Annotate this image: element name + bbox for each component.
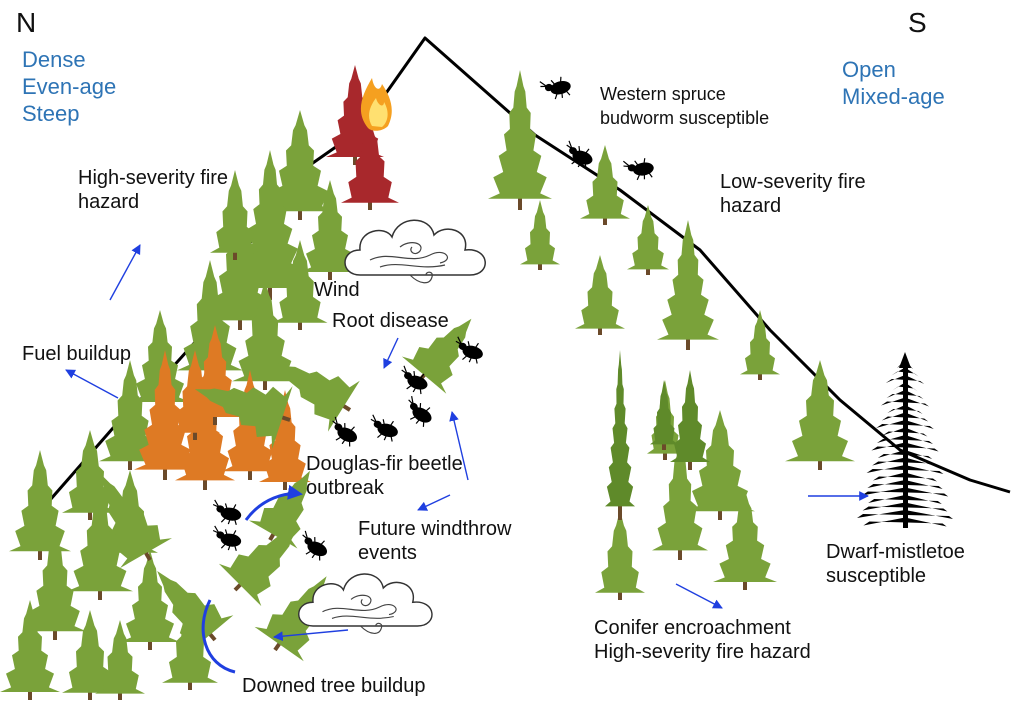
- wind-cloud-icon: [298, 573, 433, 634]
- conifer-tree-icon: [232, 280, 298, 390]
- conifer-tree-icon: [575, 255, 625, 335]
- fallen-tree-icon: [254, 576, 327, 662]
- downed-tree-buildup-label: Downed tree buildup: [242, 675, 426, 697]
- beetle-icon: [210, 499, 244, 527]
- wind-label: Wind: [314, 279, 360, 301]
- burning-tree-icon: [341, 120, 399, 210]
- conifer-tree-icon: [95, 620, 145, 700]
- north-label: N: [16, 7, 37, 38]
- fuel-buildup-label: Fuel buildup: [22, 343, 131, 365]
- conifer-tree-icon: [0, 600, 60, 700]
- conifer-tree-icon: [62, 610, 118, 700]
- beetle-killed-tree-icon: [259, 390, 311, 490]
- conifer-tree-icon: [99, 360, 161, 470]
- fallen-tree-shape: [218, 526, 299, 607]
- trees: [0, 65, 855, 700]
- root-disease-label: Root disease: [332, 310, 449, 332]
- arrow: [65, 369, 119, 399]
- conifer-tree-icon: [520, 200, 560, 270]
- fallen-tree-icon: [273, 362, 360, 432]
- beetle-killed-tree-icon: [170, 350, 220, 440]
- conifer-tree-icon: [67, 490, 133, 600]
- conifer-tree-icon: [205, 210, 275, 330]
- conifer-tree-icon: [740, 310, 780, 380]
- fallen-tree-shape: [273, 362, 360, 432]
- fallen-tree-icon: [100, 473, 172, 569]
- conifer-tree-icon: [670, 370, 710, 470]
- conifer-tree-icon: [595, 510, 645, 600]
- western-spruce-budworm-label: Western spruce budworm susceptible: [600, 84, 770, 128]
- silhouette-tree-icon: [857, 352, 953, 528]
- fallen-tree-shape: [100, 473, 172, 569]
- wind-clouds: [298, 219, 486, 634]
- arrow: [273, 629, 349, 642]
- conifer-tree-icon: [265, 110, 335, 220]
- arrows: [65, 244, 869, 674]
- conifer-tree-icon: [488, 70, 552, 210]
- conifer-tree-icon: [605, 350, 635, 520]
- flame-icon: [360, 78, 392, 131]
- conifer-tree-icon: [685, 410, 755, 520]
- arrow: [675, 583, 723, 609]
- fallen-tree-shape: [194, 386, 293, 449]
- south-attributes: Open Mixed-age: [842, 57, 945, 109]
- fallen-tree-icon: [194, 386, 293, 449]
- fallen-tree-shape: [254, 576, 327, 662]
- conifer-tree-icon: [627, 205, 669, 275]
- conifer-tree-icon: [24, 530, 86, 640]
- arrow: [244, 484, 303, 521]
- conifer-tree-icon: [650, 380, 678, 450]
- fallen-tree-icon: [218, 526, 299, 607]
- south-label: S: [908, 7, 927, 38]
- conifer-tree-icon: [713, 490, 777, 590]
- douglas-fir-beetle-label: Douglas-fir beetle outbreak: [306, 453, 463, 499]
- high-severity-fire-label: High-severity fire hazard: [78, 167, 229, 213]
- arrow: [417, 494, 451, 511]
- beetle-icon: [210, 525, 244, 553]
- conifer-tree-icon: [162, 600, 218, 690]
- wind-cloud-icon: [344, 219, 486, 284]
- arrow: [449, 411, 469, 481]
- arrow: [109, 244, 141, 301]
- conifer-tree-icon: [657, 220, 719, 350]
- conifer-tree-icon: [580, 145, 630, 225]
- beetle-killed-tree-icon: [134, 350, 196, 480]
- conifer-tree-icon: [210, 170, 260, 260]
- north-attributes: Dense Even-age Steep: [22, 47, 117, 126]
- beetle-icon: [295, 529, 332, 564]
- conifer-tree-icon: [9, 450, 71, 560]
- conifer-tree-icon: [272, 240, 328, 330]
- low-severity-fire-label: Low-severity fire hazard: [720, 171, 866, 217]
- conifer-tree-icon: [120, 550, 180, 650]
- arrow: [383, 337, 399, 369]
- beetle-icon: [400, 395, 438, 430]
- beetle-icon: [366, 413, 402, 444]
- downed-curve: [201, 599, 236, 674]
- conifer-encroachment-label: Conifer encroachment High-severity fire …: [594, 617, 811, 663]
- conifer-tree-icon: [300, 180, 360, 280]
- fallen-tree-icon: [157, 571, 234, 654]
- beetle-icon: [622, 155, 657, 183]
- beetle-icon: [538, 73, 574, 103]
- fallen-tree-shape: [157, 571, 234, 654]
- conifer-tree-icon: [785, 360, 855, 470]
- dwarf-mistletoe-label: Dwarf-mistletoe susceptible: [826, 541, 965, 587]
- conifer-tree-icon: [652, 440, 708, 560]
- future-windthrow-label: Future windthrow events: [358, 518, 512, 564]
